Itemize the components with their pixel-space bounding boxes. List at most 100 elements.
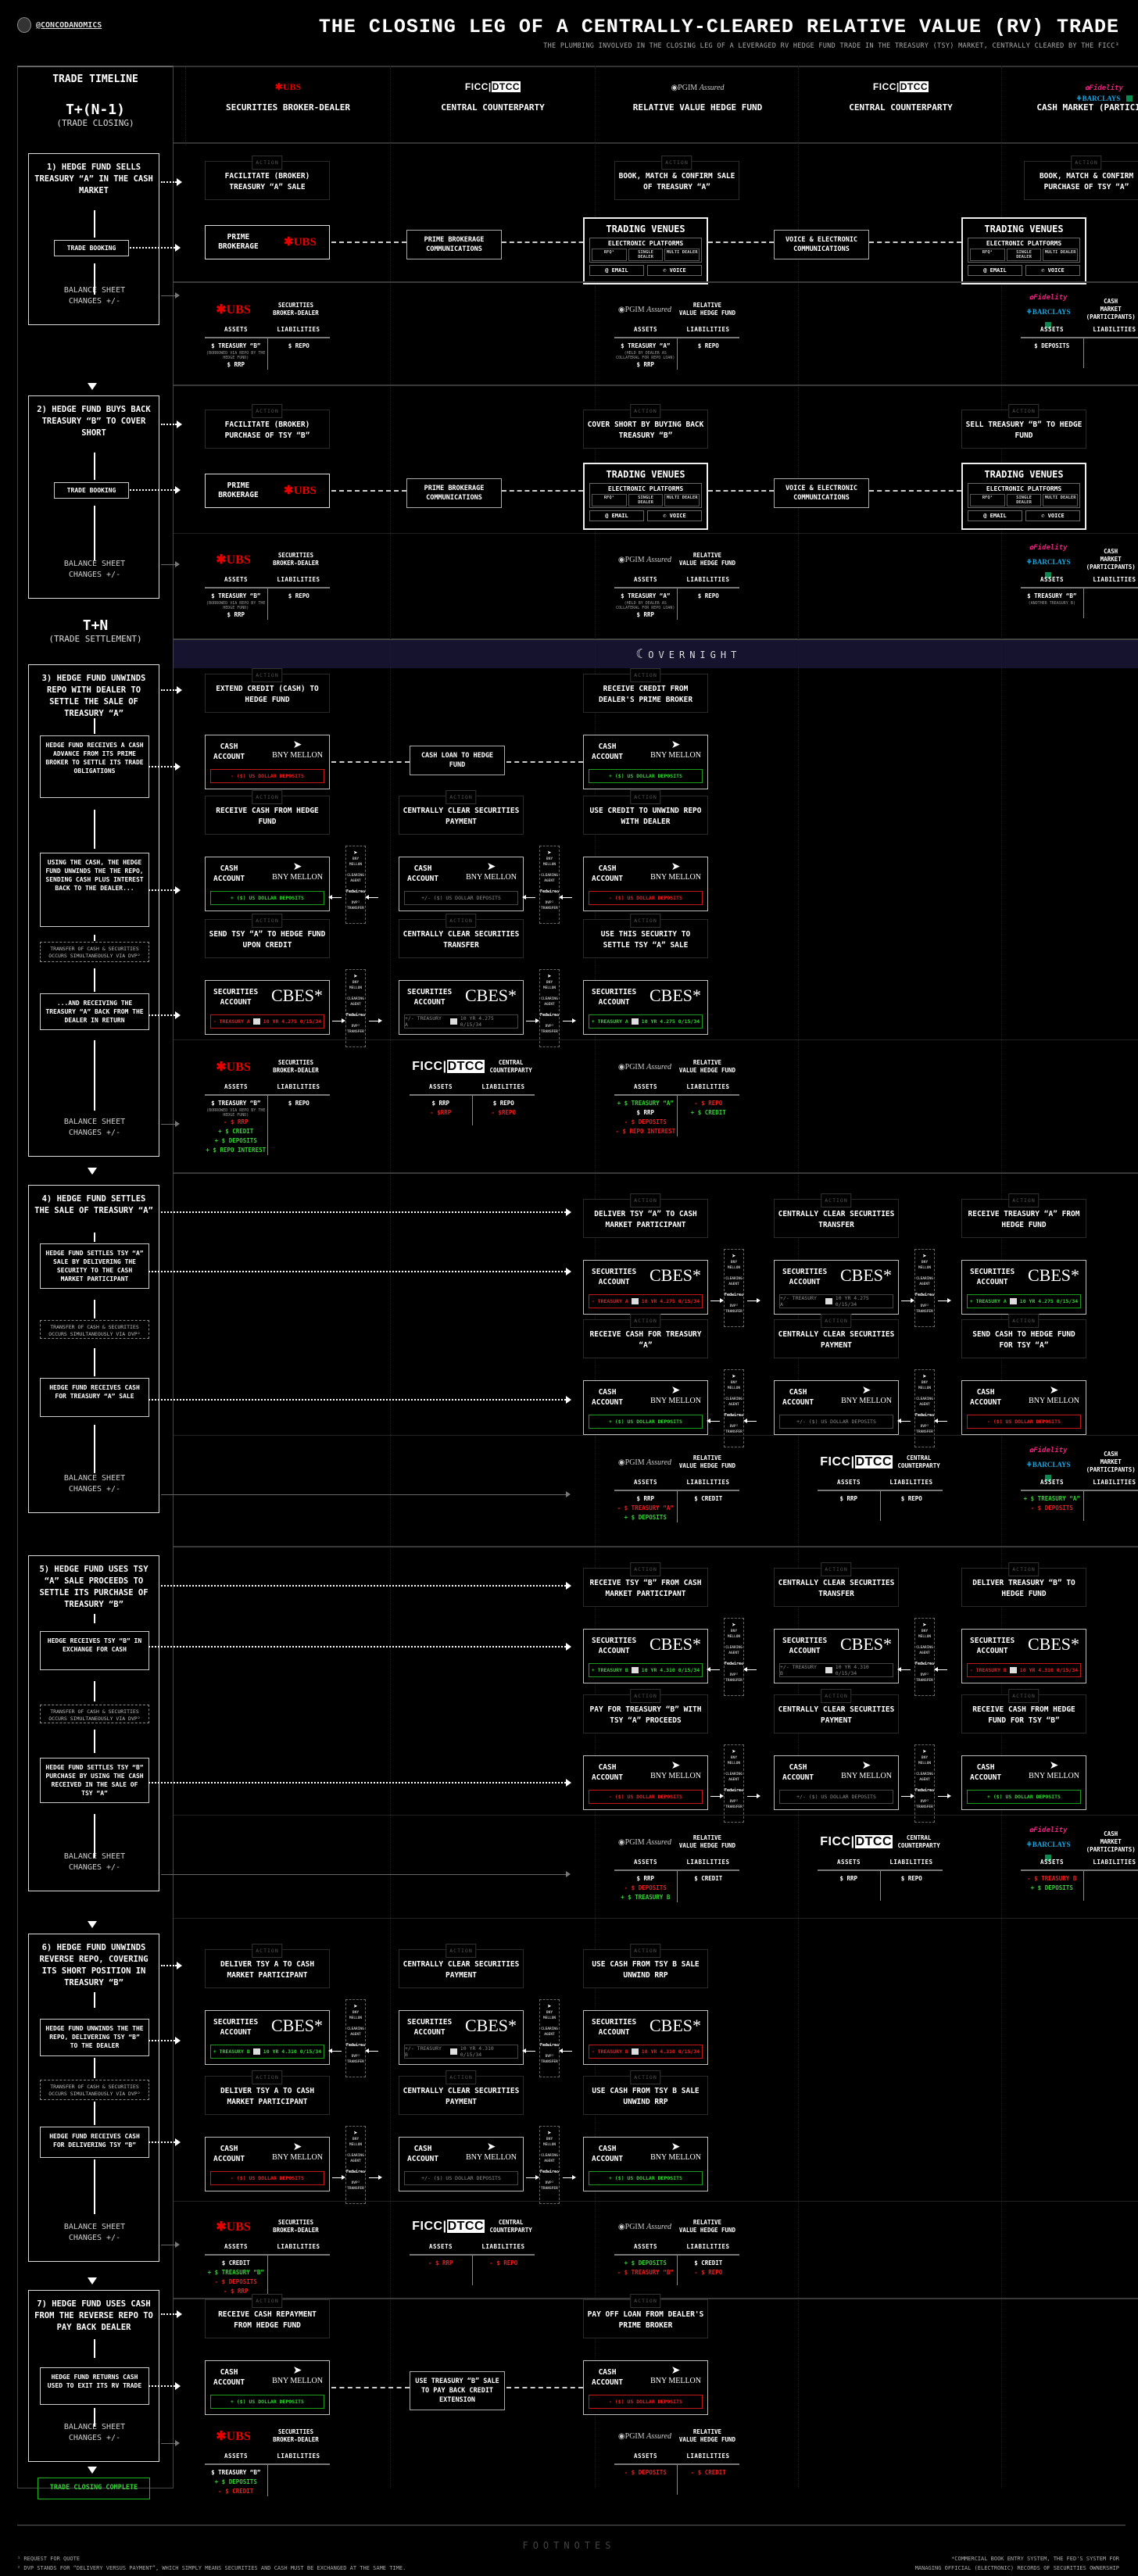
diagram-text: LIABILITIES bbox=[277, 326, 320, 333]
diagram-text bbox=[1009, 1667, 1017, 1673]
diagram-text: RFQ¹ bbox=[970, 249, 1005, 261]
step-substep[interactable]: ...AND RECEIVING THE TREASURY “A” BACK F… bbox=[40, 993, 149, 1030]
step-substep[interactable]: HEDGE FUND RECEIVES CASH FOR DELIVERING … bbox=[40, 2127, 149, 2158]
timeline-step-4[interactable]: 4) HEDGE FUND SETTLES THE SALE OF TREASU… bbox=[28, 1185, 159, 1513]
step-arrow bbox=[161, 178, 182, 186]
action-text: SEND TSY “A” TO HEDGE FUND UPON CREDIT bbox=[209, 930, 326, 950]
diagram-text: - $REPO bbox=[491, 1109, 517, 1116]
diagram-text: ✱UBS bbox=[284, 236, 317, 249]
ve-comms-box[interactable]: VOICE & ELECTRONIC COMMUNICATIONS bbox=[774, 478, 869, 508]
step-substep[interactable]: HEDGE RECEIVES TSY “B” IN EXCHANGE FOR C… bbox=[40, 1631, 149, 1670]
diagram-text: $ CREDIT bbox=[678, 1491, 740, 1522]
diagram-text: $ RRP bbox=[839, 1875, 858, 1882]
diagram-text: Assured bbox=[646, 1837, 671, 1847]
timeline-step-1[interactable]: 1) HEDGE FUND SELLS TREASURY “A” IN THE … bbox=[28, 153, 159, 325]
account-entry: + ($) US DOLLAR DEPOSITS bbox=[589, 2171, 703, 2185]
step-substep[interactable]: TRADE BOOKING bbox=[54, 482, 129, 499]
cash-market-logos: ✿Fidelity⚘BARCLAYS bbox=[1021, 1440, 1075, 1485]
diagram-text: - $ REPO bbox=[489, 2259, 518, 2267]
step-substep[interactable]: HEDGE FUND SETTLES TSY “B” PURCHASE BY U… bbox=[40, 1758, 149, 1803]
diagram-text: ASSETS bbox=[224, 2243, 249, 2250]
step-substep[interactable]: HEDGE FUND SETTLES TSY “A” SALE BY DELIV… bbox=[40, 1243, 149, 1289]
step-substep[interactable]: TRADE BOOKING bbox=[54, 240, 129, 256]
diagram-text: ➤ bbox=[353, 2003, 358, 2011]
step-substep[interactable]: USING THE CASH, THE HEDGE FUND UNWINDS T… bbox=[40, 853, 149, 927]
diagram-text bbox=[252, 2048, 260, 2055]
timeline-step-2[interactable]: 2) HEDGE FUND BUYS BACK TREASURY “B” TO … bbox=[28, 395, 159, 599]
step-substep[interactable]: HEDGE FUND RECEIVES A CASH ADVANCE FROM … bbox=[40, 735, 149, 798]
transfer-label-box[interactable]: CASH LOAN TO HEDGE FUND bbox=[410, 746, 505, 775]
cbes-logo: CBES* bbox=[649, 986, 701, 1005]
brand-handle[interactable]: @CONCODANOMICS bbox=[17, 17, 102, 33]
pb-comms-box[interactable]: PRIME BROKERAGE COMMUNICATIONS bbox=[406, 478, 502, 508]
diagram-text: + $ DEPOSITS- $ TREASURY “B” bbox=[614, 2256, 678, 2285]
diagram-text: DTCC bbox=[491, 81, 521, 92]
timeline-step-5[interactable]: 5) HEDGE FUND USES TSY “A” SALE PROCEEDS… bbox=[28, 1555, 159, 1891]
cbes-logo: CBES* bbox=[270, 2016, 323, 2035]
ve-comms-box[interactable]: VOICE & ELECTRONIC COMMUNICATIONS bbox=[774, 230, 869, 259]
step-substep[interactable]: HEDGE FUND UNWINDS THE THE REPO, DELIVER… bbox=[40, 2019, 149, 2056]
diagram-text: $ RRP bbox=[227, 611, 245, 618]
account-entry: +/- ($) US DOLLAR DEPOSITS bbox=[404, 2171, 518, 2185]
step-substep[interactable]: HEDGE FUND RETURNS CASH USED TO EXIT ITS… bbox=[40, 2367, 149, 2405]
timeline-step-6[interactable]: 6) HEDGE FUND UNWINDS REVERSE REPO, COVE… bbox=[28, 1934, 159, 2262]
diagram-text: ✿Fidelity bbox=[1029, 1446, 1068, 1454]
section-divider bbox=[174, 1172, 1138, 1174]
bs-arrow bbox=[161, 292, 180, 299]
step-title: 6) HEDGE FUND UNWINDS REVERSE REPO, COVE… bbox=[39, 1943, 149, 1987]
diagram-text: + $ TREASURY B bbox=[621, 1894, 671, 1901]
timeline-step-7[interactable]: 7) HEDGE FUND USES CASH FROM THE REVERSE… bbox=[28, 2290, 159, 2462]
timeline-step-3[interactable]: 3) HEDGE FUND UNWINDS REPO WITH DEALER T… bbox=[28, 664, 159, 1157]
pb-comms-box[interactable]: PRIME BROKERAGE COMMUNICATIONS bbox=[406, 230, 502, 259]
diagram-text: + $ TREASURY “A”- $ DEPOSITS bbox=[1021, 1491, 1084, 1521]
step-substep[interactable]: HEDGE FUND RECEIVES CASH FOR TREASURY “A… bbox=[40, 1378, 149, 1417]
transfer-label-box[interactable]: USE TREASURY “B” SALE TO PAY BACK CREDIT… bbox=[410, 2371, 505, 2410]
diagram-text: $ REPO bbox=[678, 338, 740, 370]
